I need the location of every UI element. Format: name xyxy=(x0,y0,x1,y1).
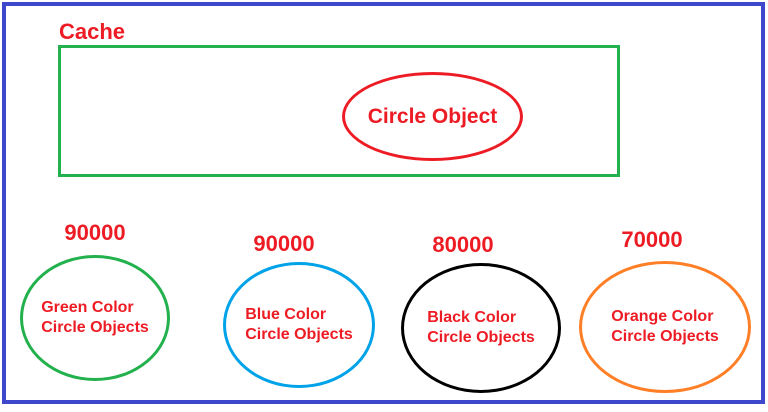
cache-rectangle xyxy=(58,45,620,177)
blue-group-label: Blue Color Circle Objects xyxy=(245,305,353,345)
group-label-line: Circle Objects xyxy=(41,319,149,336)
group-label-line: Circle Objects xyxy=(611,328,719,345)
blue-group-count: 90000 xyxy=(253,231,315,256)
black-circle-objects-ellipse: Black Color Circle Objects xyxy=(401,263,561,393)
cache-circle-object-ellipse: Circle Object xyxy=(342,72,523,161)
orange-group-count: 70000 xyxy=(621,227,683,252)
group-label-line: Circle Objects xyxy=(427,329,535,346)
group-label-line: Green Color xyxy=(41,299,134,316)
group-label-line: Blue Color xyxy=(245,306,327,323)
green-circle-objects-ellipse: Green Color Circle Objects xyxy=(20,255,170,381)
group-label-line: Circle Objects xyxy=(245,326,353,343)
group-label-line: Orange Color xyxy=(611,308,714,325)
green-group-label: Green Color Circle Objects xyxy=(41,298,149,338)
orange-group-label: Orange Color Circle Objects xyxy=(611,307,719,347)
black-group-count: 80000 xyxy=(432,232,494,257)
green-group-count: 90000 xyxy=(64,220,126,245)
blue-circle-objects-ellipse: Blue Color Circle Objects xyxy=(223,262,375,388)
circle-object-label: Circle Object xyxy=(367,104,498,128)
orange-circle-objects-ellipse: Orange Color Circle Objects xyxy=(579,261,751,393)
group-label-line: Black Color xyxy=(427,309,517,326)
black-group-label: Black Color Circle Objects xyxy=(427,308,535,348)
cache-label: Cache xyxy=(59,19,126,44)
